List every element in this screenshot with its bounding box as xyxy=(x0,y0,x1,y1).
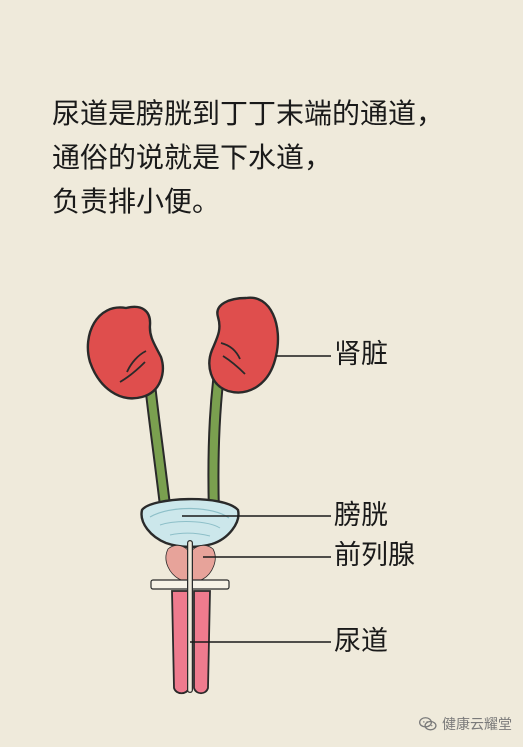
watermark-text: 健康云耀堂 xyxy=(442,717,512,733)
label-urethra: 尿道 xyxy=(334,626,388,657)
label-bladder: 膀胱 xyxy=(334,500,388,531)
right-kidney xyxy=(208,296,280,394)
bladder xyxy=(140,497,240,549)
intro-line-2: 通俗的说就是下水道， xyxy=(52,141,333,174)
label-prostate: 前列腺 xyxy=(334,540,415,571)
label-kidney: 肾脏 xyxy=(334,339,388,370)
wechat-icon xyxy=(419,717,437,731)
intro-line-3: 负责排小便。 xyxy=(52,185,221,218)
watermark: 健康云耀堂 xyxy=(418,712,518,736)
intro-line-1: 尿道是膀胱到丁丁末端的通道， xyxy=(52,97,445,130)
intro-text: 尿道是膀胱到丁丁末端的通道， 通俗的说就是下水道， 负责排小便。 xyxy=(52,92,492,224)
left-kidney xyxy=(86,305,165,400)
penis-left-column xyxy=(171,590,190,695)
